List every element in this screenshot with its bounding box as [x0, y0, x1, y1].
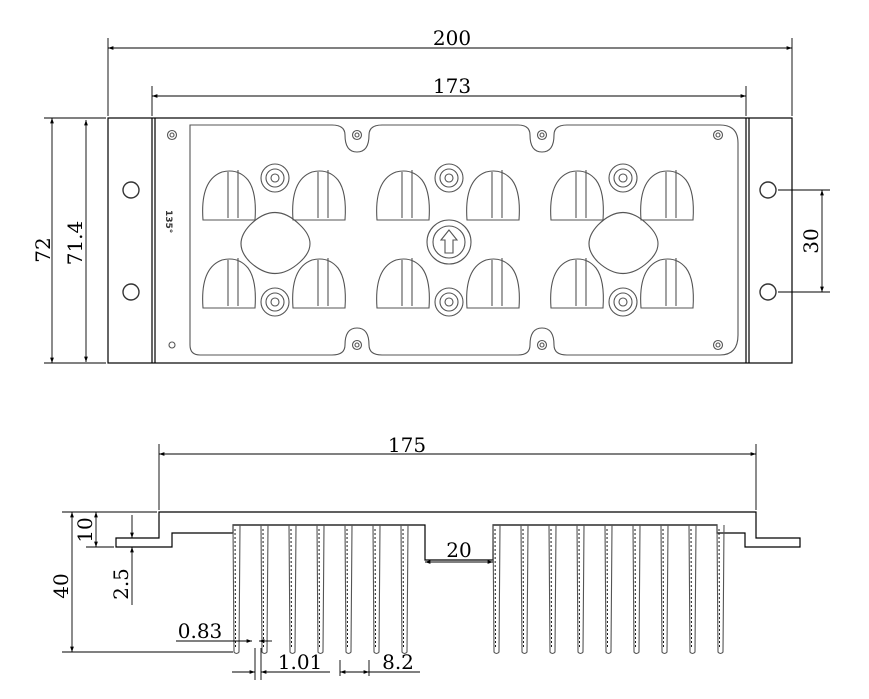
fin: [372, 524, 381, 655]
dim-hole-spacing: 30: [778, 189, 830, 293]
svg-text:0.83: 0.83: [178, 619, 223, 643]
fin: [316, 524, 325, 655]
fin-texture: [346, 528, 348, 650]
lens-group-left: [202, 163, 346, 317]
lens: [202, 170, 256, 221]
fin: [632, 524, 641, 655]
fin: [520, 524, 529, 655]
top-view: 135°: [31, 26, 830, 364]
side-view: 175 20 40 10 2.5 0.83: [49, 433, 801, 680]
svg-text:1.01: 1.01: [278, 650, 323, 674]
dim-fin-root: 1.01: [232, 648, 330, 680]
fin-texture: [690, 528, 692, 650]
svg-text:40: 40: [49, 573, 73, 598]
svg-text:175: 175: [388, 433, 426, 457]
arrow-up-icon: [439, 229, 459, 254]
mount-hole-right-bottom: [759, 283, 777, 301]
svg-text:200: 200: [433, 26, 471, 50]
fin: [288, 524, 297, 655]
svg-text:10: 10: [73, 517, 97, 542]
dim-gap: 20: [425, 538, 493, 564]
fin-texture: [718, 528, 720, 650]
dim-fin-pitch: 8.2: [339, 650, 420, 676]
svg-text:30: 30: [799, 228, 823, 253]
lens: [202, 258, 256, 309]
dim-inner-width: 173: [151, 74, 747, 116]
fin-texture: [402, 528, 404, 650]
fin-texture: [550, 528, 552, 650]
lens: [292, 258, 346, 309]
fin: [576, 524, 585, 655]
fin-texture: [494, 528, 496, 650]
lens: [292, 170, 346, 221]
mount-hole-right-top: [759, 181, 777, 199]
fin-texture: [578, 528, 580, 650]
dim-fin-tip: 0.83: [176, 619, 272, 643]
svg-text:20: 20: [446, 538, 471, 562]
fin-texture: [234, 528, 236, 650]
svg-text:8.2: 8.2: [382, 650, 414, 674]
dim-flange-thickness: 2.5: [109, 515, 134, 605]
fin: [260, 524, 269, 655]
center-pad: [240, 211, 311, 275]
screw-holes: [166, 129, 724, 351]
fin-texture: [522, 528, 524, 650]
fin-texture: [374, 528, 376, 650]
dim-inner-height: 71.4: [63, 120, 88, 362]
lens-group-right: [550, 163, 694, 317]
cooling-fins: [232, 524, 725, 655]
fin: [716, 524, 725, 655]
fin: [232, 524, 241, 655]
dim-length: 175: [158, 433, 757, 510]
fin-texture: [662, 528, 664, 650]
fin-texture: [290, 528, 292, 650]
center-arrow-connector: [426, 219, 472, 265]
outer-plate-outline: [107, 117, 793, 364]
dim-total-height: 40: [49, 511, 233, 653]
mount-hole-left-top: [122, 181, 140, 199]
fin: [660, 524, 669, 655]
svg-text:72: 72: [31, 237, 55, 262]
mount-hole-left-bottom: [122, 283, 140, 301]
fin: [344, 524, 353, 655]
fin: [604, 524, 613, 655]
dim-overall-width: 200: [107, 26, 793, 116]
dim-overall-height: 72: [31, 117, 106, 364]
lens-group-middle: [376, 163, 520, 317]
svg-text:173: 173: [433, 74, 471, 98]
angle-marking: 135°: [163, 210, 173, 233]
fin-texture: [262, 528, 264, 650]
svg-text:71.4: 71.4: [63, 221, 87, 266]
fin: [400, 524, 409, 655]
svg-text:2.5: 2.5: [109, 568, 133, 600]
fin: [688, 524, 697, 655]
fin-texture: [318, 528, 320, 650]
lens-board-outline: [189, 124, 739, 356]
fin-texture: [634, 528, 636, 650]
fin: [548, 524, 557, 655]
fin: [492, 524, 501, 655]
dim-base-height: 10: [73, 512, 114, 548]
fin-texture: [606, 528, 608, 650]
